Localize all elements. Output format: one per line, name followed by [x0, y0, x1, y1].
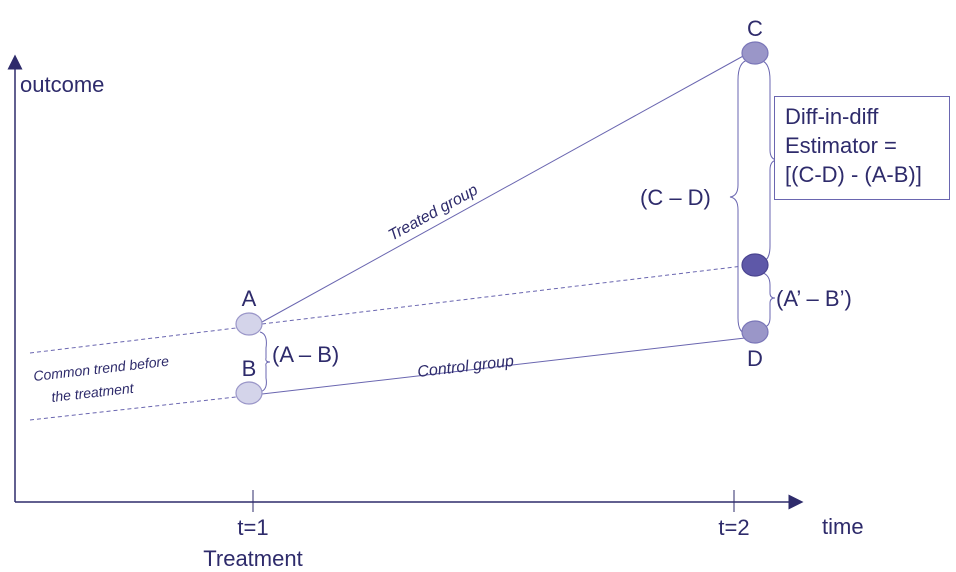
control-group-line	[261, 337, 746, 395]
point-a	[235, 312, 263, 336]
label-d: D	[747, 346, 763, 371]
y-axis-label: outcome	[20, 72, 104, 97]
point-c	[741, 41, 769, 65]
treated-group-line	[261, 54, 746, 323]
trend-dashed-upper	[29, 327, 237, 354]
estimator-box: Diff-in-diff Estimator = [(C-D) - (A-B)]	[774, 96, 950, 200]
label-b: B	[242, 356, 257, 381]
x-axis-label: time	[822, 514, 864, 539]
label-c-minus-d: (C – D)	[640, 185, 711, 210]
point-d	[741, 320, 769, 344]
trend-label-line2: the treatment	[51, 380, 136, 405]
estimator-line2: Estimator =	[785, 133, 897, 158]
brace-a-b	[259, 331, 271, 393]
label-a-minus-b: (A – B)	[272, 342, 339, 367]
estimator-line1: Diff-in-diff	[785, 104, 879, 129]
label-a: A	[242, 286, 257, 311]
point-aprime	[741, 253, 769, 277]
control-group-label: Control group	[417, 353, 515, 381]
treatment-label: Treatment	[203, 546, 302, 571]
brace-aprime-bprime	[759, 271, 776, 329]
tick-t1-label: t=1	[237, 515, 268, 540]
label-c: C	[747, 16, 763, 41]
treated-group-label: Treated group	[386, 182, 481, 245]
point-b	[235, 381, 263, 405]
counterfactual-dashed	[261, 265, 744, 325]
brace-c-d	[729, 59, 749, 335]
trend-label-line1: Common trend before	[33, 353, 170, 384]
estimator-line3: [(C-D) - (A-B)]	[785, 162, 922, 187]
label-aprime-minus-bprime: (A’ – B’)	[776, 286, 852, 311]
tick-t2-label: t=2	[718, 515, 749, 540]
